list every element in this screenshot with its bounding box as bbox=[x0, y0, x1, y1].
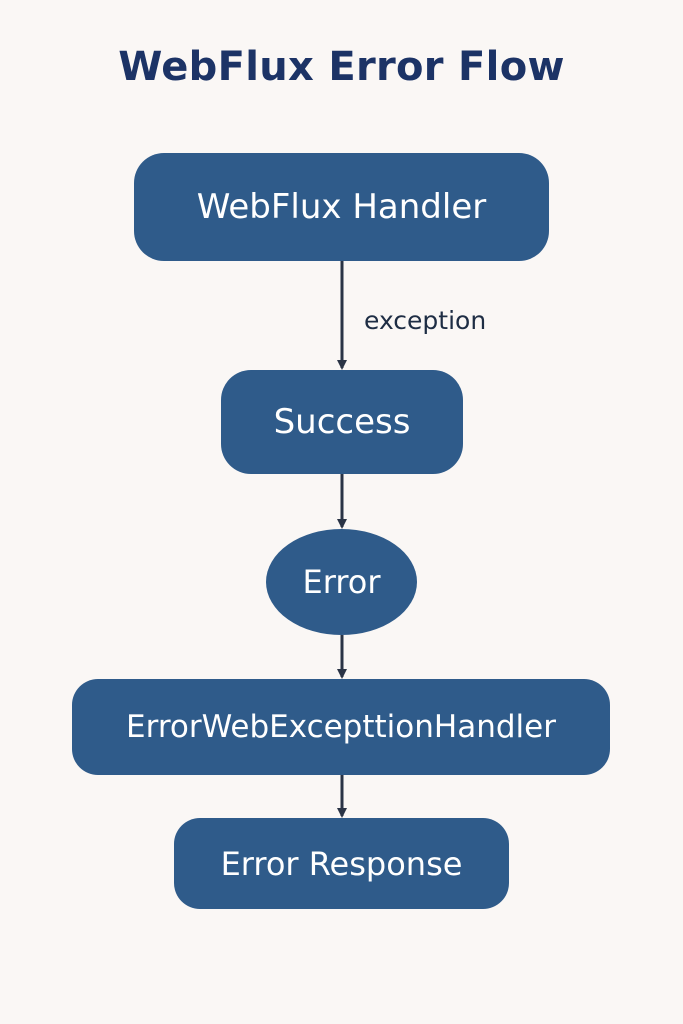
error-web-exception-handler-node: ErrorWebExcepttionHandler bbox=[72, 679, 610, 775]
edge-label-exception: exception bbox=[364, 306, 487, 335]
error-node: Error bbox=[266, 529, 417, 635]
webflux-handler-node: WebFlux Handler bbox=[134, 153, 549, 261]
success-node: Success bbox=[221, 370, 463, 474]
diagram-title: WebFlux Error Flow bbox=[118, 44, 565, 90]
error-response-node: Error Response bbox=[174, 818, 509, 909]
